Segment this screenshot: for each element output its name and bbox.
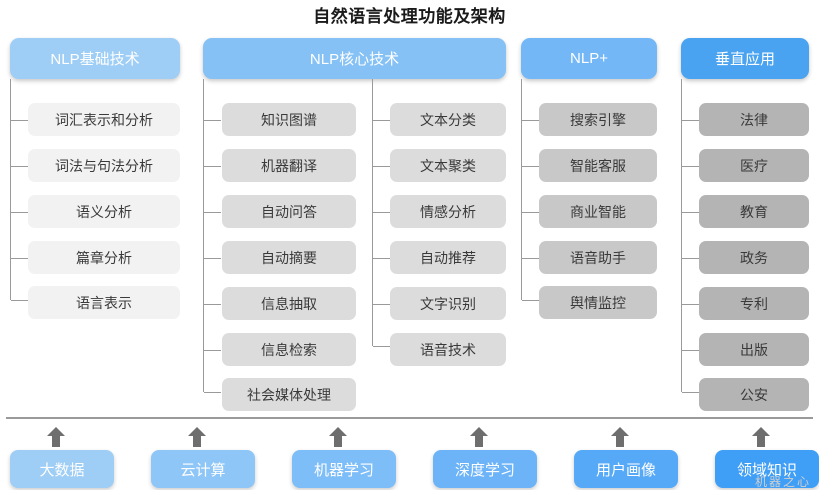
- connector-stub: [682, 120, 699, 121]
- up-arrow-icon: [186, 426, 208, 448]
- item-box[interactable]: 机器翻译: [222, 149, 356, 182]
- trunk-line-nlp-core-b: [372, 79, 373, 346]
- connector-stub: [11, 120, 28, 121]
- item-box[interactable]: 智能客服: [539, 149, 657, 182]
- connector-stub: [682, 166, 699, 167]
- connector-stub: [522, 166, 539, 167]
- up-arrow-icon: [750, 426, 772, 448]
- column-header-vertical-app[interactable]: 垂直应用: [681, 38, 809, 79]
- item-box[interactable]: 词汇表示和分析: [28, 103, 180, 136]
- connector-stub: [11, 300, 28, 301]
- item-box[interactable]: 文本聚类: [390, 149, 506, 182]
- foundation-box[interactable]: 云计算: [151, 450, 255, 488]
- trunk-line-nlp-plus: [521, 79, 522, 300]
- connector-stub: [373, 212, 390, 213]
- trunk-line-vertical-app: [681, 79, 682, 392]
- connector-stub: [11, 258, 28, 259]
- item-box[interactable]: 语言表示: [28, 286, 180, 319]
- connector-stub: [204, 258, 221, 259]
- item-box[interactable]: 公安: [699, 378, 809, 411]
- connector-stub: [11, 212, 28, 213]
- connector-stub: [522, 120, 539, 121]
- foundation-box[interactable]: 用户画像: [574, 450, 678, 488]
- item-box[interactable]: 篇章分析: [28, 241, 180, 274]
- connector-stub: [373, 258, 390, 259]
- item-box[interactable]: 政务: [699, 241, 809, 274]
- item-box[interactable]: 语义分析: [28, 195, 180, 228]
- item-box[interactable]: 语音助手: [539, 241, 657, 274]
- item-box[interactable]: 教育: [699, 195, 809, 228]
- item-box[interactable]: 舆情监控: [539, 286, 657, 319]
- foundation-box[interactable]: 机器学习: [292, 450, 396, 488]
- connector-stub: [522, 212, 539, 213]
- item-box[interactable]: 文本分类: [390, 103, 506, 136]
- watermark-text: 机器之心: [754, 475, 811, 489]
- item-box[interactable]: 信息检索: [222, 333, 356, 366]
- item-box[interactable]: 文字识别: [390, 287, 506, 320]
- trunk-line-nlp-core-a: [203, 79, 204, 392]
- connector-stub: [204, 392, 221, 393]
- item-box[interactable]: 语音技术: [390, 333, 506, 366]
- page-title: 自然语言处理功能及架构: [313, 7, 506, 26]
- item-box[interactable]: 出版: [699, 333, 809, 366]
- item-box[interactable]: 社会媒体处理: [222, 378, 356, 411]
- item-box[interactable]: 商业智能: [539, 195, 657, 228]
- item-box[interactable]: 专利: [699, 287, 809, 320]
- connector-stub: [204, 350, 221, 351]
- connector-stub: [682, 212, 699, 213]
- item-box[interactable]: 自动推荐: [390, 241, 506, 274]
- up-arrow-icon: [468, 426, 490, 448]
- foundation-box[interactable]: 领域知识: [715, 450, 819, 488]
- connector-stub: [204, 212, 221, 213]
- connector-stub: [373, 346, 390, 347]
- connector-stub: [522, 300, 539, 301]
- up-arrow-icon: [327, 426, 349, 448]
- connector-stub: [11, 166, 28, 167]
- foundation-divider-line: [6, 417, 813, 419]
- connector-stub: [682, 350, 699, 351]
- item-box[interactable]: 医疗: [699, 149, 809, 182]
- item-box[interactable]: 知识图谱: [222, 103, 356, 136]
- trunk-line-nlp-basic: [10, 79, 11, 300]
- foundation-box[interactable]: 大数据: [10, 450, 114, 488]
- connector-stub: [522, 258, 539, 259]
- up-arrow-icon: [45, 426, 67, 448]
- column-header-nlp-plus[interactable]: NLP+: [521, 38, 657, 79]
- item-box[interactable]: 信息抽取: [222, 287, 356, 320]
- connector-stub: [373, 166, 390, 167]
- connector-stub: [373, 304, 390, 305]
- column-header-nlp-basic[interactable]: NLP基础技术: [10, 38, 180, 79]
- item-box[interactable]: 词法与句法分析: [28, 149, 180, 182]
- connector-stub: [204, 166, 221, 167]
- foundation-box[interactable]: 深度学习: [433, 450, 537, 488]
- connector-stub: [204, 304, 221, 305]
- column-header-nlp-core[interactable]: NLP核心技术: [203, 38, 506, 79]
- item-box[interactable]: 搜索引擎: [539, 103, 657, 136]
- connector-stub: [682, 258, 699, 259]
- item-box[interactable]: 自动摘要: [222, 241, 356, 274]
- connector-stub: [682, 304, 699, 305]
- item-box[interactable]: 自动问答: [222, 195, 356, 228]
- connector-stub: [373, 120, 390, 121]
- item-box[interactable]: 情感分析: [390, 195, 506, 228]
- up-arrow-icon: [609, 426, 631, 448]
- item-box[interactable]: 法律: [699, 103, 809, 136]
- connector-stub: [682, 392, 699, 393]
- connector-stub: [204, 120, 221, 121]
